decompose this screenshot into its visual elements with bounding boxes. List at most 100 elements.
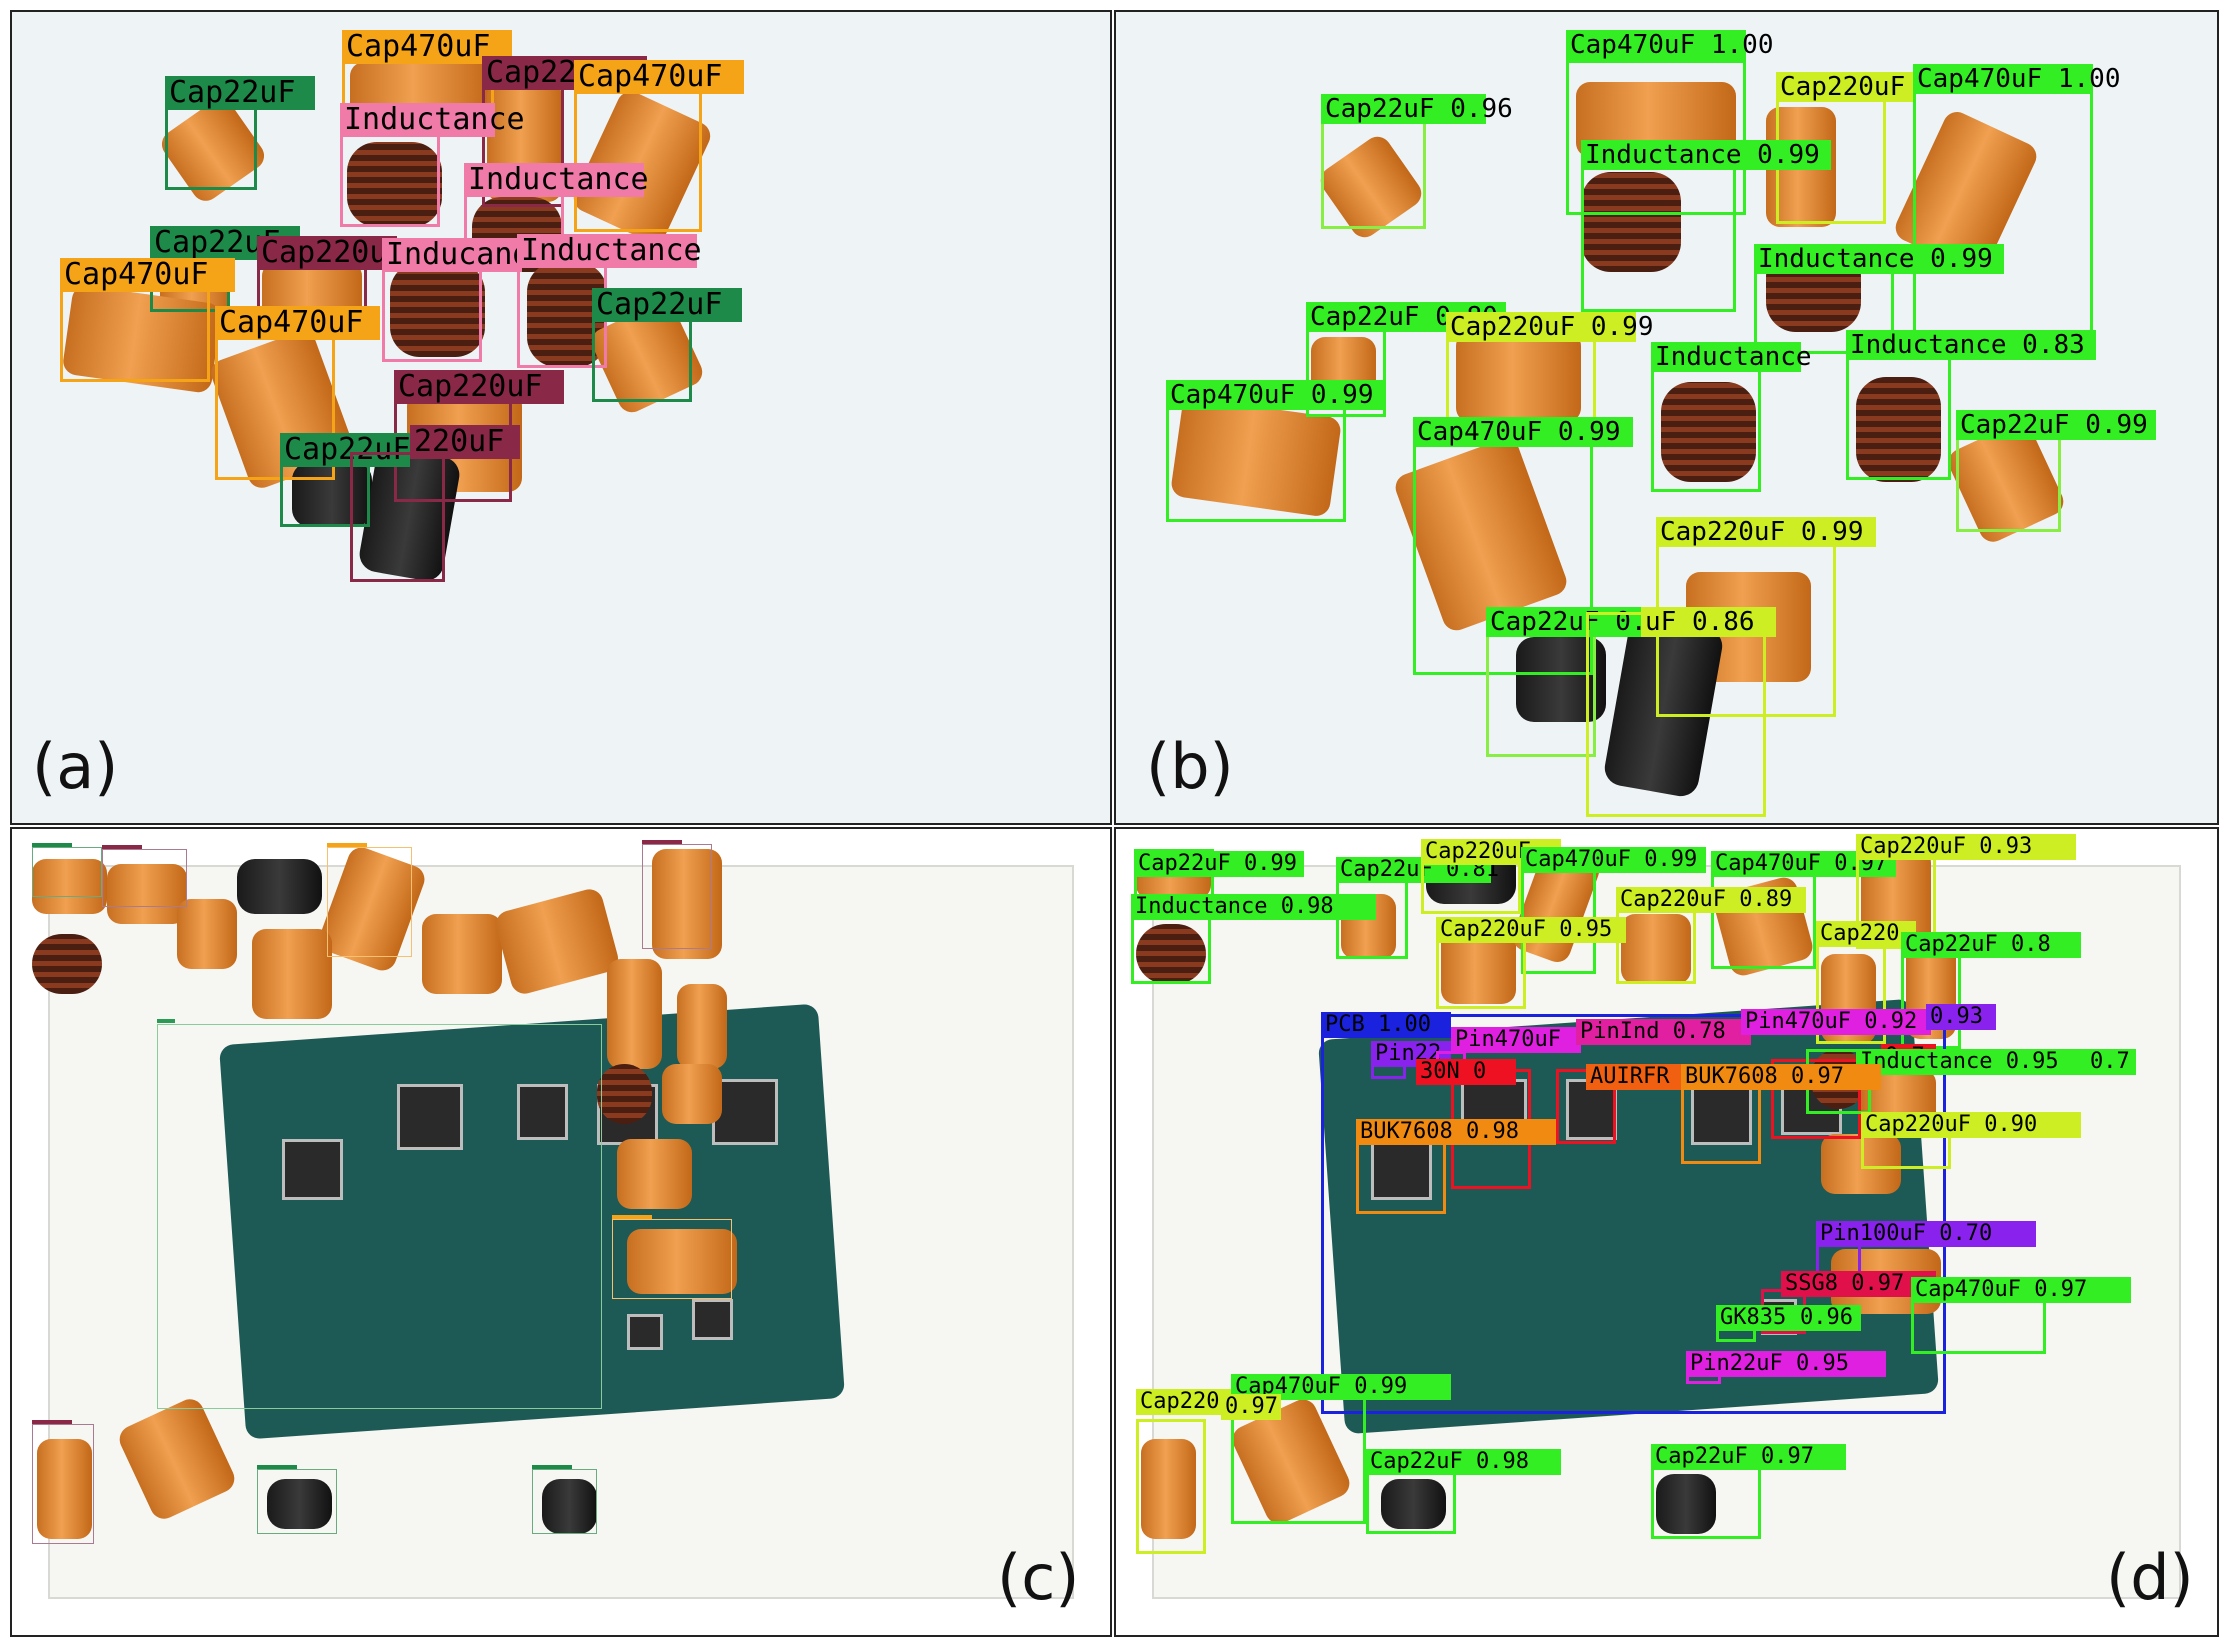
detection-label: 0.97 (1221, 1394, 1281, 1420)
inductor (1136, 924, 1206, 984)
detection-label: Cap470uF 0.97 (1911, 1277, 2131, 1303)
detection-label: Cap22uF 0.96 (1321, 94, 1513, 124)
capacitor (107, 864, 187, 924)
inductor (347, 142, 442, 227)
mosfet-chip (282, 1139, 343, 1200)
capacitor (237, 859, 322, 914)
detection-label: Inductance (340, 103, 525, 137)
label-tag (257, 1465, 297, 1469)
bounding-box (1566, 60, 1746, 215)
capacitor (422, 914, 502, 994)
bounding-box (592, 312, 692, 402)
bounding-box (32, 1424, 94, 1544)
bounding-box (327, 847, 412, 957)
detection-label: Cap470uF (215, 306, 380, 340)
detection-label: PinInd 0.78 (1576, 1019, 1751, 1045)
bounding-box (60, 282, 210, 382)
capacitor (677, 984, 727, 1069)
bounding-box (157, 1024, 602, 1409)
bounding-box (574, 84, 702, 232)
detection-label: Cap220u (257, 236, 397, 270)
panel-letter: (c) (997, 1541, 1080, 1614)
detection-label: GK835 (1716, 1305, 1796, 1331)
capacitor (267, 1479, 332, 1529)
bounding-box (165, 100, 257, 190)
detection-label: Cap22uF 0.97 (1651, 1444, 1846, 1470)
inductor (32, 934, 102, 994)
detection-label: Inductance (517, 234, 702, 268)
detection-label: Cap22uF (150, 226, 300, 260)
panel-d: Cap22uF 0.99 Cap22uF 0.81 Cap220uF Cap47… (1114, 827, 2219, 1637)
detection-label: Inductance (1651, 342, 1812, 372)
detection-label: Cap470uF (342, 30, 512, 64)
label-tag (102, 845, 142, 849)
label-tag (532, 1465, 572, 1469)
capacitor (627, 1229, 737, 1294)
capacitor (32, 859, 107, 914)
inductor (1856, 377, 1941, 482)
detection-label: Cap22uF 0.98 (1366, 1449, 1561, 1475)
detection-label: PCB 1.00 (1321, 1012, 1451, 1038)
detection-label: 220uF (410, 425, 520, 459)
detection-label: 30N 0 (1416, 1059, 1516, 1085)
detection-label: Cap22uF (592, 288, 742, 322)
detection-label: 0.7 (2086, 1049, 2136, 1075)
mosfet-chip (1371, 1134, 1432, 1200)
inductor (597, 1064, 652, 1124)
label-tag (612, 1215, 652, 1219)
label-tag (32, 843, 72, 847)
label-tag (327, 843, 367, 847)
capacitor (1381, 1479, 1446, 1529)
detection-label: Pin470uF (1451, 1027, 1581, 1053)
bounding-box (340, 127, 440, 227)
detection-label: Cap22uF (165, 76, 315, 110)
detection-label: Inductance 0.83 (1846, 330, 2096, 360)
capacitor (1621, 914, 1691, 984)
detection-label: Inductance 0.99 (1581, 140, 1831, 170)
panel-letter: (a) (32, 730, 119, 803)
bounding-box (612, 1219, 732, 1299)
capacitor (252, 929, 332, 1019)
detection-label: Cap470uF 1.00 (1913, 64, 2121, 94)
bounding-box (1166, 392, 1346, 522)
mosfet-chip (397, 1084, 463, 1150)
detection-label: Cap220uF (1421, 839, 1561, 865)
detection-label: Cap220uF 0.93 (1856, 834, 2076, 860)
detection-label: Cap220uF 0.99 (1446, 312, 1654, 342)
detection-label: Cap220uF 0.95 (1436, 917, 1626, 943)
panel-letter: (d) (2106, 1541, 2194, 1614)
detection-label: Cap220uF 0.99 (1656, 517, 1876, 547)
detection-label: Cap470uF 1.00 (1566, 30, 1774, 60)
capacitor (652, 849, 722, 959)
inductor (390, 262, 485, 357)
detection-label: uF 0.86 (1641, 607, 1776, 637)
detection-label: Inductance 0.98 (1131, 894, 1376, 920)
detection-label: Pin100uF 0.70 (1816, 1221, 2036, 1247)
label-tag (32, 1420, 72, 1424)
label-tag (642, 840, 682, 844)
detection-label: Inducand (382, 238, 531, 272)
ic-chip (692, 1299, 733, 1340)
detection-label: SSG8 0.97 (1781, 1271, 1936, 1297)
panel-letter: (b) (1146, 730, 1234, 803)
capacitor (177, 899, 237, 969)
capacitor (1141, 1439, 1196, 1539)
capacitor (607, 959, 662, 1069)
mosfet-chip (517, 1084, 568, 1140)
detection-label: Inductance 0.95 (1856, 1049, 2086, 1075)
bounding-box (1586, 612, 1766, 817)
detection-label: Cap470uF (574, 60, 744, 94)
ic-chip (627, 1314, 663, 1350)
inductor (1661, 382, 1756, 482)
capacitor (542, 1479, 597, 1534)
detection-label: Cap220uF 0.89 (1616, 887, 1806, 913)
capacitor (617, 1139, 692, 1209)
capacitor (1456, 332, 1581, 422)
detection-label: Cap220uF 0.90 (1861, 1112, 2081, 1138)
detection-label: Cap220uF (394, 370, 564, 404)
detection-label: BUK7608 0.98 (1356, 1119, 1556, 1145)
inductor (1581, 172, 1681, 272)
detection-label: Cap470uF (60, 258, 235, 292)
bounding-box (1913, 67, 2093, 337)
label-tag (157, 1019, 175, 1023)
